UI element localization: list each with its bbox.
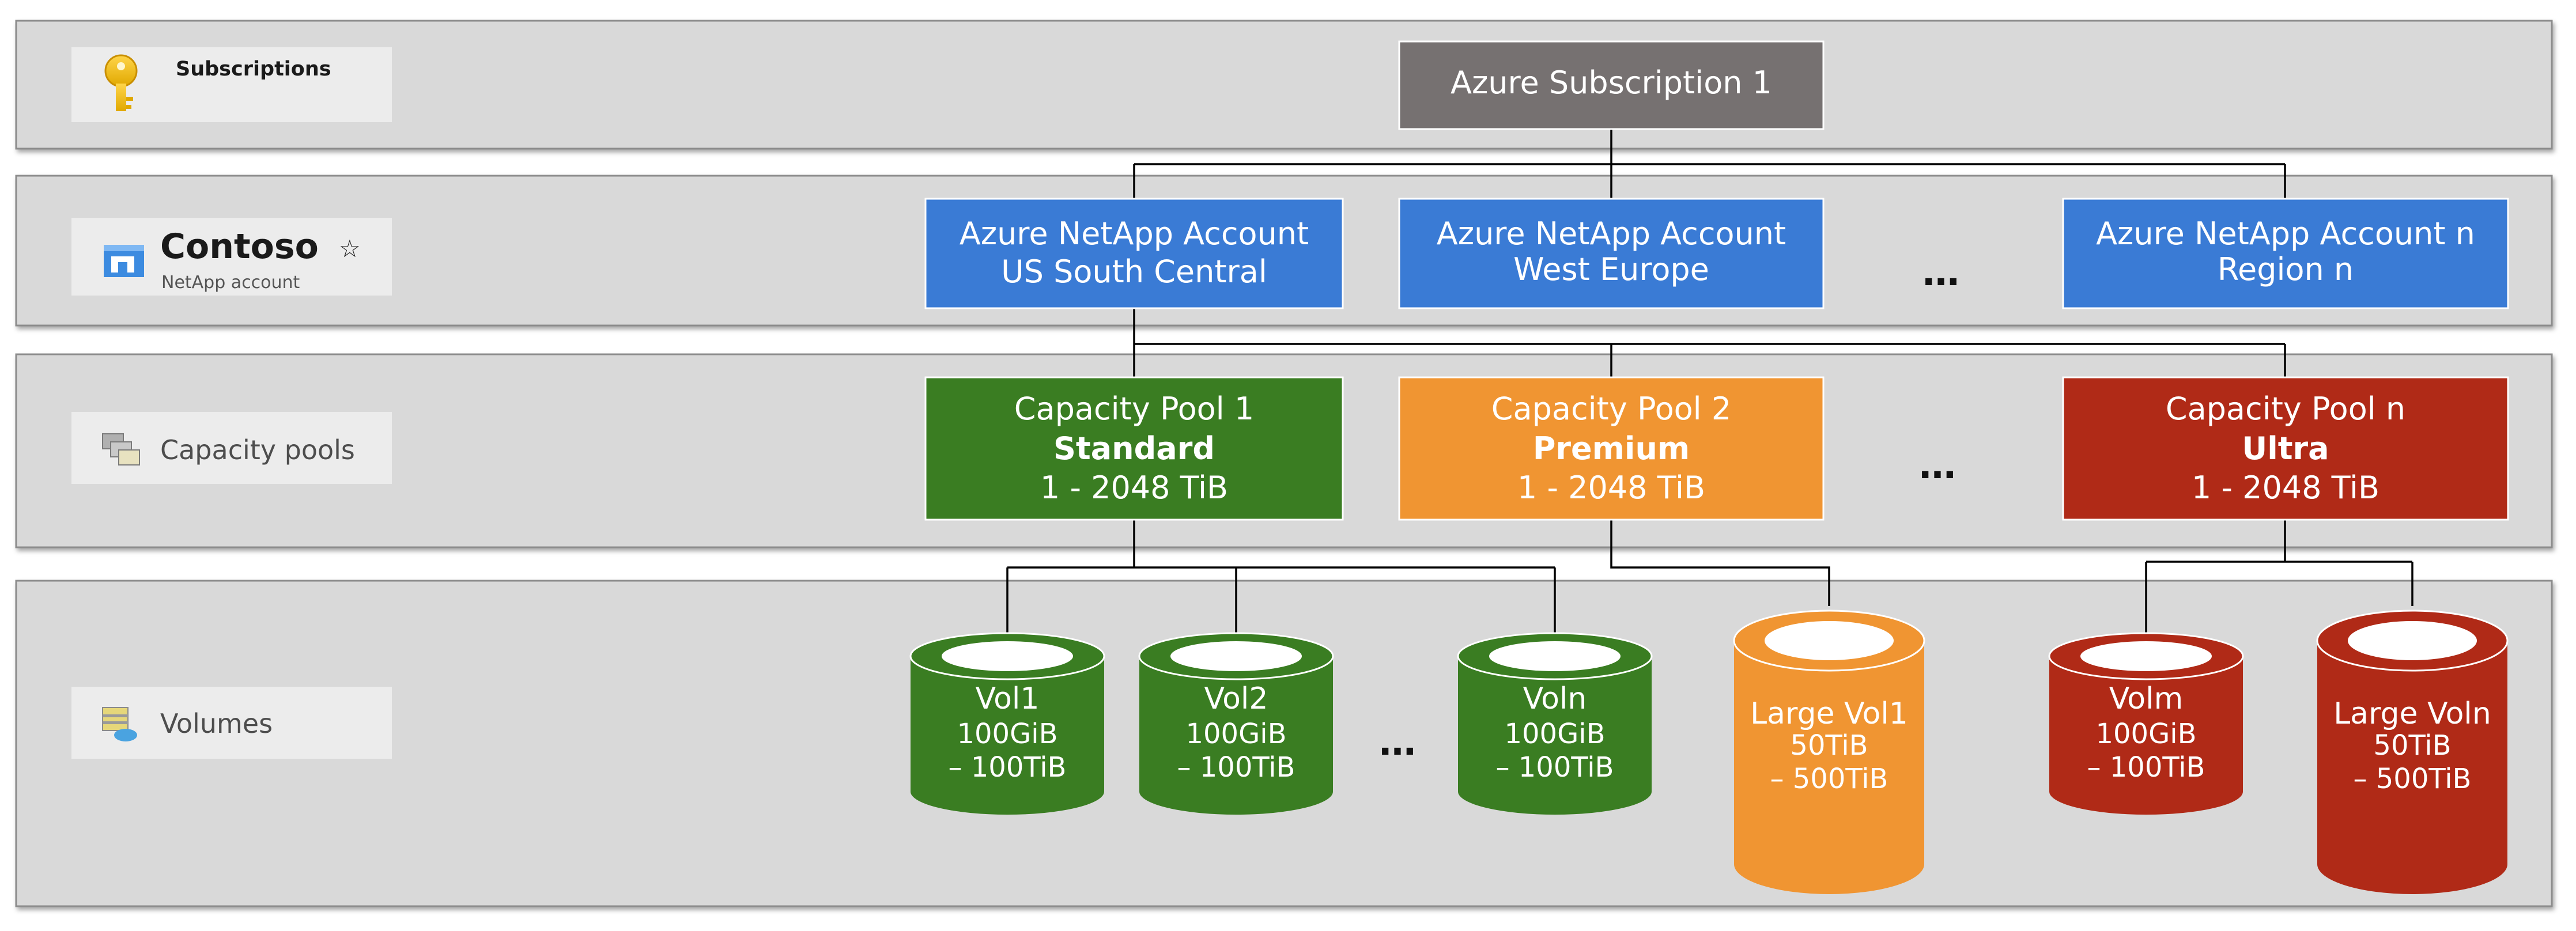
- subscriptions-label: Subscriptions: [176, 58, 331, 81]
- star-icon[interactable]: ☆: [339, 234, 361, 263]
- volume-name: Vol1: [976, 682, 1040, 716]
- account-node-2: Azure NetApp Account West Europe: [1398, 198, 1825, 309]
- account-node-line2: Region n: [2218, 251, 2354, 287]
- pool-tier: Standard: [1053, 430, 1215, 467]
- pool-node-1: Capacity Pool 1 Standard 1 - 2048 TiB: [924, 376, 1344, 521]
- volume-max: – 100TiB: [2087, 751, 2205, 784]
- key-icon: [104, 54, 138, 111]
- pool-node-n: Capacity Pool n Ultra 1 - 2048 TiB: [2062, 376, 2509, 521]
- subscription-node: Azure Subscription 1: [1398, 40, 1825, 130]
- account-node-line2: US South Central: [1001, 253, 1267, 290]
- pool-range: 1 - 2048 TiB: [2192, 470, 2379, 506]
- volume-name: Vol2: [1204, 682, 1268, 716]
- volume-max: – 500TiB: [1770, 763, 1888, 795]
- pools-chip: Capacity pools: [71, 412, 392, 484]
- pool-name: Capacity Pool 1: [1014, 391, 1254, 427]
- volume-max: – 100TiB: [1177, 751, 1295, 784]
- volumes-label: Volumes: [160, 708, 273, 739]
- pool-name: Capacity Pool 2: [1491, 391, 1731, 427]
- volumes-ellipsis: …: [1379, 721, 1416, 764]
- account-node-line2: West Europe: [1513, 251, 1709, 287]
- subscription-label: Azure Subscription 1: [1451, 65, 1772, 101]
- volume-max: – 500TiB: [2354, 763, 2472, 795]
- volumes-icon: [102, 707, 137, 741]
- account-node-n: Azure NetApp Account n Region n: [2062, 198, 2509, 309]
- account-name: Contoso: [160, 226, 319, 267]
- volume-size: 100GiB: [1185, 718, 1286, 750]
- volume-large-vol1: Large Vol1 50TiB – 500TiB: [1733, 610, 1925, 894]
- volume-name: Large Voln: [2333, 697, 2491, 731]
- accounts-ellipsis: …: [1922, 252, 1959, 294]
- volume-name: Large Vol1: [1750, 697, 1908, 731]
- account-node-line1: Azure NetApp Account: [960, 215, 1309, 252]
- pool-tier: Ultra: [2242, 430, 2329, 467]
- volume-size: 100GiB: [2095, 718, 2196, 750]
- pools-ellipsis: …: [1919, 445, 1956, 487]
- volume-max: – 100TiB: [1496, 751, 1614, 784]
- connectors: [1006, 130, 2413, 635]
- volume-name: Volm: [2109, 682, 2183, 716]
- volume-size: 100GiB: [1504, 718, 1605, 750]
- account-sublabel: NetApp account: [161, 273, 300, 293]
- volume-vol2: Vol2 100GiB – 100TiB: [1138, 632, 1334, 815]
- pools-label: Capacity pools: [160, 434, 355, 466]
- account-node-line1: Azure NetApp Account n: [2096, 215, 2475, 252]
- volume-max: – 100TiB: [949, 751, 1067, 784]
- account-node-line1: Azure NetApp Account: [1437, 215, 1786, 252]
- pool-name: Capacity Pool n: [2166, 391, 2405, 427]
- volume-volm: Volm 100GiB – 100TiB: [2048, 632, 2244, 815]
- capacity-pools-icon: [102, 433, 140, 466]
- account-node-1: Azure NetApp Account US South Central: [924, 198, 1344, 309]
- subscriptions-chip: Subscriptions: [71, 47, 392, 122]
- account-chip: Contoso ☆ NetApp account: [71, 218, 392, 296]
- volume-name: Voln: [1523, 682, 1587, 716]
- netapp-account-icon: [104, 245, 144, 277]
- volume-size: 100GiB: [957, 718, 1057, 750]
- pool-range: 1 - 2048 TiB: [1040, 470, 1228, 506]
- pool-range: 1 - 2048 TiB: [1517, 470, 1705, 506]
- volumes-chip: Volumes: [71, 687, 392, 759]
- volume-size: 50TiB: [1790, 729, 1868, 762]
- volume-size: 50TiB: [2373, 729, 2451, 762]
- pool-node-2: Capacity Pool 2 Premium 1 - 2048 TiB: [1398, 376, 1825, 521]
- volume-large-voln: Large Voln 50TiB – 500TiB: [2316, 610, 2509, 894]
- volume-vol1: Vol1 100GiB – 100TiB: [909, 632, 1105, 815]
- subscriptions-band: [15, 20, 2553, 150]
- volume-voln: Voln 100GiB – 100TiB: [1457, 632, 1653, 815]
- pool-tier: Premium: [1533, 430, 1690, 467]
